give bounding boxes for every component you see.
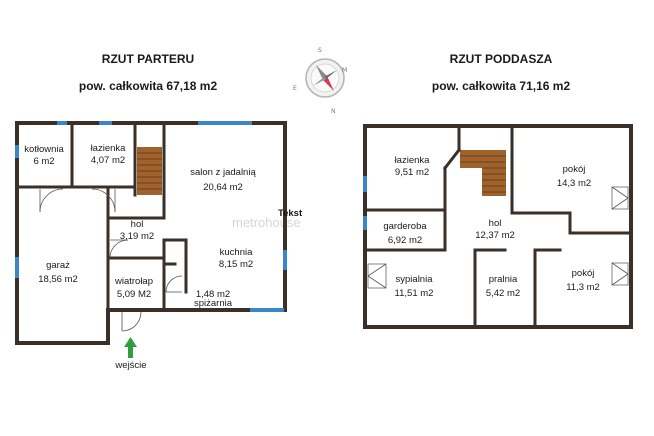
compass-letter-n: N [331,108,336,115]
room-area-kotlownia: 6 m2 [33,156,54,167]
room-area-kuchnia: 8,15 m2 [219,259,253,270]
attic-name-pokoj-2: pokój [572,268,595,279]
extra-text-label: Tekst [278,208,303,219]
attic-name-hol: hol [489,218,502,229]
ground-floor-area: pow. całkowita 67,18 m2 [79,79,218,93]
attic-name-lazienka: łazienka [395,155,431,166]
attic-area-sypialnia: 11,51 m2 [395,288,434,299]
ground-stairs [137,147,162,195]
entrance-label: wejście [114,360,146,371]
attic-area-pralnia: 5,42 m2 [486,288,520,299]
compass-letter-e: E [293,85,297,92]
attic-area-hol: 12,37 m2 [475,230,515,241]
room-name-kuchnia: kuchnia [220,247,253,258]
ground-floor-plan: wejście kotłownia 6 m2 łazienka 4,07 m2 … [15,121,303,371]
ground-floor-title: RZUT PARTERU [102,52,194,66]
room-area-wiatrolap: 5,09 M2 [117,289,151,300]
entrance-arrow-icon [124,337,137,358]
room-name-garaz: garaż [46,260,70,271]
room-name-kotlownia: kotłownia [24,144,64,155]
attic-area: pow. całkowita 71,16 m2 [432,79,571,93]
attic-area-pokoj-2: 11,3 m2 [566,282,600,293]
attic-name-sypialnia: sypialnia [396,274,434,285]
attic-name-pokoj-1: pokój [563,164,586,175]
room-area-lazienka: 4,07 m2 [91,155,125,166]
attic-area-lazienka: 9,51 m2 [395,167,429,178]
attic-area-garderoba: 6,92 m2 [388,235,422,246]
attic-name-pralnia: pralnia [489,274,518,285]
room-area-hol: 3,19 m2 [120,231,154,242]
room-name-hol: hol [131,219,144,230]
attic-doors [367,186,629,289]
attic-stairs [460,150,506,196]
attic-plan: łazienka 9,51 m2 pokój 14,3 m2 garderoba… [363,124,633,329]
room-name-lazienka: łazienka [91,143,127,154]
ground-doors [39,188,183,332]
room-area-salon: 20,64 m2 [203,182,243,193]
attic-title: RZUT PODDASZA [450,52,553,66]
room-name-wiatrolap: wiatrołap [114,276,153,287]
compass-icon: S M N E [293,47,347,115]
attic-name-garderoba: garderoba [383,221,427,232]
attic-area-pokoj-1: 14,3 m2 [557,178,591,189]
compass-letter-s: S [318,47,322,54]
room-area-spizarnia: 1,48 m2 [196,289,230,300]
room-name-spizarnia: spiżarnia [194,298,233,309]
compass-letter-m: M [342,67,347,74]
room-name-salon: salon z jadalnią [190,167,256,178]
room-area-garaz: 18,56 m2 [38,274,78,285]
